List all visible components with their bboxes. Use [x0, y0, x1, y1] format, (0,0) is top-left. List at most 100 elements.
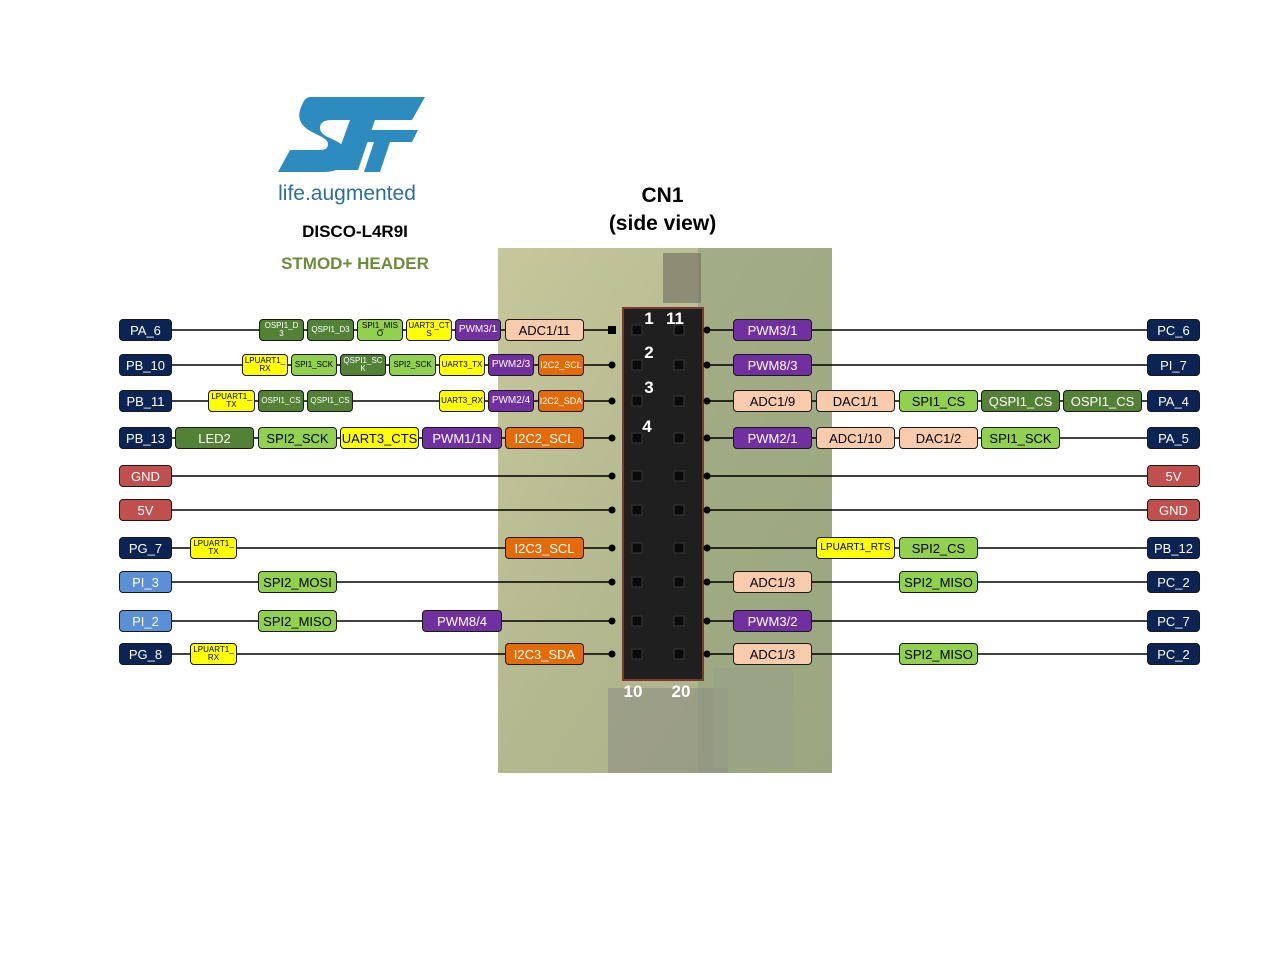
pin-dot-left-2 — [608, 361, 616, 369]
signal-tag-spi1-cs: SPI1_CS — [899, 390, 978, 412]
connector-subtitle: (side view) — [608, 212, 717, 235]
signal-tag-spi1-sck: SPI1_SCK — [981, 427, 1060, 449]
signal-tag-pwm2-4: PWM2/4 — [488, 390, 534, 412]
pin-label-pg-8: PG_8 — [119, 643, 172, 665]
signal-tag-adc1-3: ADC1/3 — [733, 571, 812, 593]
header-pin-15 — [673, 470, 685, 482]
signal-tag-lpuart1-tx: LPUART1_ TX — [190, 537, 237, 559]
pin-dot-left-6 — [608, 506, 616, 514]
pin-number-3: 3 — [644, 378, 654, 397]
header-pin-7 — [631, 542, 643, 554]
pin-dot-left-10 — [608, 650, 616, 658]
signal-tag-i2c3-scl: I2C3_SCL — [505, 537, 584, 559]
header-pin-3 — [631, 395, 643, 407]
pin-dot-left-9 — [608, 617, 616, 625]
pin-label-gnd: GND — [1147, 499, 1200, 521]
signal-tag-ospi1-cs: OSPI1_CS — [1063, 390, 1142, 412]
signal-tag-spi2-miso: SPI2_MISO — [899, 643, 978, 665]
signal-tag-spi2-sck: SPI2_SCK — [389, 354, 436, 376]
header-pin-14 — [673, 432, 685, 444]
signal-tag-spi2-miso: SPI2_MISO — [899, 571, 978, 593]
pin-label-pa-4: PA_4 — [1147, 390, 1200, 412]
signal-tag-spi2-miso: SPI2_MISO — [258, 610, 337, 632]
brand-tagline: life.augmented — [278, 182, 416, 205]
signal-tag-pwm3-2: PWM3/2 — [733, 610, 812, 632]
signal-tag-i2c3-sda: I2C3_SDA — [505, 643, 584, 665]
header-pin-20 — [673, 648, 685, 660]
pin-label-5v: 5V — [119, 499, 172, 521]
pin-label-pb-10: PB_10 — [119, 354, 172, 376]
header-pin-12 — [673, 359, 685, 371]
header-pin-19 — [673, 615, 685, 627]
pin-dot-right-12 — [703, 361, 711, 369]
signal-tag-uart3-cts: UART3_CT S — [406, 319, 452, 341]
pin-number-1: 1 — [644, 309, 654, 328]
pin-dot-left-7 — [608, 544, 616, 552]
signal-tag-spi2-cs: SPI2_CS — [899, 537, 978, 559]
pin-dot-left-8 — [608, 578, 616, 586]
header-pin-11 — [673, 324, 685, 336]
signal-tag-qspi1-cs: QSPI1_CS — [981, 390, 1060, 412]
pin-dot-left-1 — [608, 326, 616, 334]
signal-tag-qspi1-d3: QSPI1_D3 — [307, 319, 354, 341]
pin-label-pb-12: PB_12 — [1147, 537, 1200, 559]
pin-label-pc-7: PC_7 — [1147, 610, 1200, 632]
signal-tag-dac1-2: DAC1/2 — [899, 427, 978, 449]
signal-tag-spi1-sck: SPI1_SCK — [291, 354, 337, 376]
pin-dot-right-19 — [703, 617, 711, 625]
signal-tag-uart3-tx: UART3_TX — [439, 354, 485, 376]
header-pin-9 — [631, 615, 643, 627]
signal-tag-led2: LED2 — [175, 427, 254, 449]
pin-dot-right-16 — [703, 506, 711, 514]
header-pin-16 — [673, 504, 685, 516]
signal-tag-pwm8-4: PWM8/4 — [422, 610, 502, 632]
pin-label-gnd: GND — [119, 465, 172, 487]
pin-dot-right-13 — [703, 397, 711, 405]
signal-tag-pwm2-3: PWM2/3 — [488, 354, 534, 376]
signal-tag-lpuart1-rx: LPUART1_ RX — [242, 354, 288, 376]
header-pin-4 — [631, 432, 643, 444]
pin-label-pa-5: PA_5 — [1147, 427, 1200, 449]
st-logo-icon — [278, 97, 425, 172]
pin-label-pi-7: PI_7 — [1147, 354, 1200, 376]
header-pin-6 — [631, 504, 643, 516]
signal-tag-adc1-3: ADC1/3 — [733, 643, 812, 665]
pin-dot-right-17 — [703, 544, 711, 552]
pin-number-10: 10 — [623, 682, 643, 701]
signal-tag-ospi1-d3: OSPI1_D 3 — [259, 319, 304, 341]
signal-tag-pwm2-1: PWM2/1 — [733, 427, 812, 449]
header-pin-18 — [673, 576, 685, 588]
signal-tag-pwm8-3: PWM8/3 — [733, 354, 812, 376]
signal-tag-adc1-11: ADC1/11 — [505, 319, 584, 341]
signal-tag-uart3-rx: UART3_RX — [439, 390, 485, 412]
pin-dot-right-18 — [703, 578, 711, 586]
pin-dot-right-14 — [703, 434, 711, 442]
header-pin-5 — [631, 470, 643, 482]
connector-title: CN1 — [641, 184, 684, 207]
board-name: DISCO-L4R9I — [302, 222, 408, 241]
header-pin-2 — [631, 359, 643, 371]
header-pin-10 — [631, 648, 643, 660]
pin-number-11: 11 — [666, 309, 684, 328]
signal-tag-ospi1-cs: OSPI1_CS — [258, 390, 304, 412]
pin-label-pc-6: PC_6 — [1147, 319, 1200, 341]
pin-dot-left-4 — [608, 434, 616, 442]
signal-tag-spi2-sck: SPI2_SCK — [258, 427, 337, 449]
pin-dot-right-15 — [703, 472, 711, 480]
header-pin-1 — [631, 324, 643, 336]
signal-tag-uart3-cts: UART3_CTS — [340, 427, 419, 449]
signal-tag-spi1-miso: SPI1_MIS O — [357, 319, 403, 341]
pin-number-20: 20 — [671, 682, 691, 701]
header-name: STMOD+ HEADER — [281, 254, 429, 273]
pin-label-pi-2: PI_2 — [119, 610, 172, 632]
pin-label-pc-2: PC_2 — [1147, 643, 1200, 665]
header-pin-8 — [631, 576, 643, 588]
signal-tag-i2c2-scl: I2C2_SCL — [538, 354, 584, 376]
pin-label-pa-6: PA_6 — [119, 319, 172, 341]
signal-tag-i2c2-sda: I2C2_SDA — [538, 390, 584, 412]
pin-label-pb-13: PB_13 — [119, 427, 172, 449]
signal-tag-pwm3-1: PWM3/1 — [455, 319, 501, 341]
pin-dot-right-20 — [703, 650, 711, 658]
